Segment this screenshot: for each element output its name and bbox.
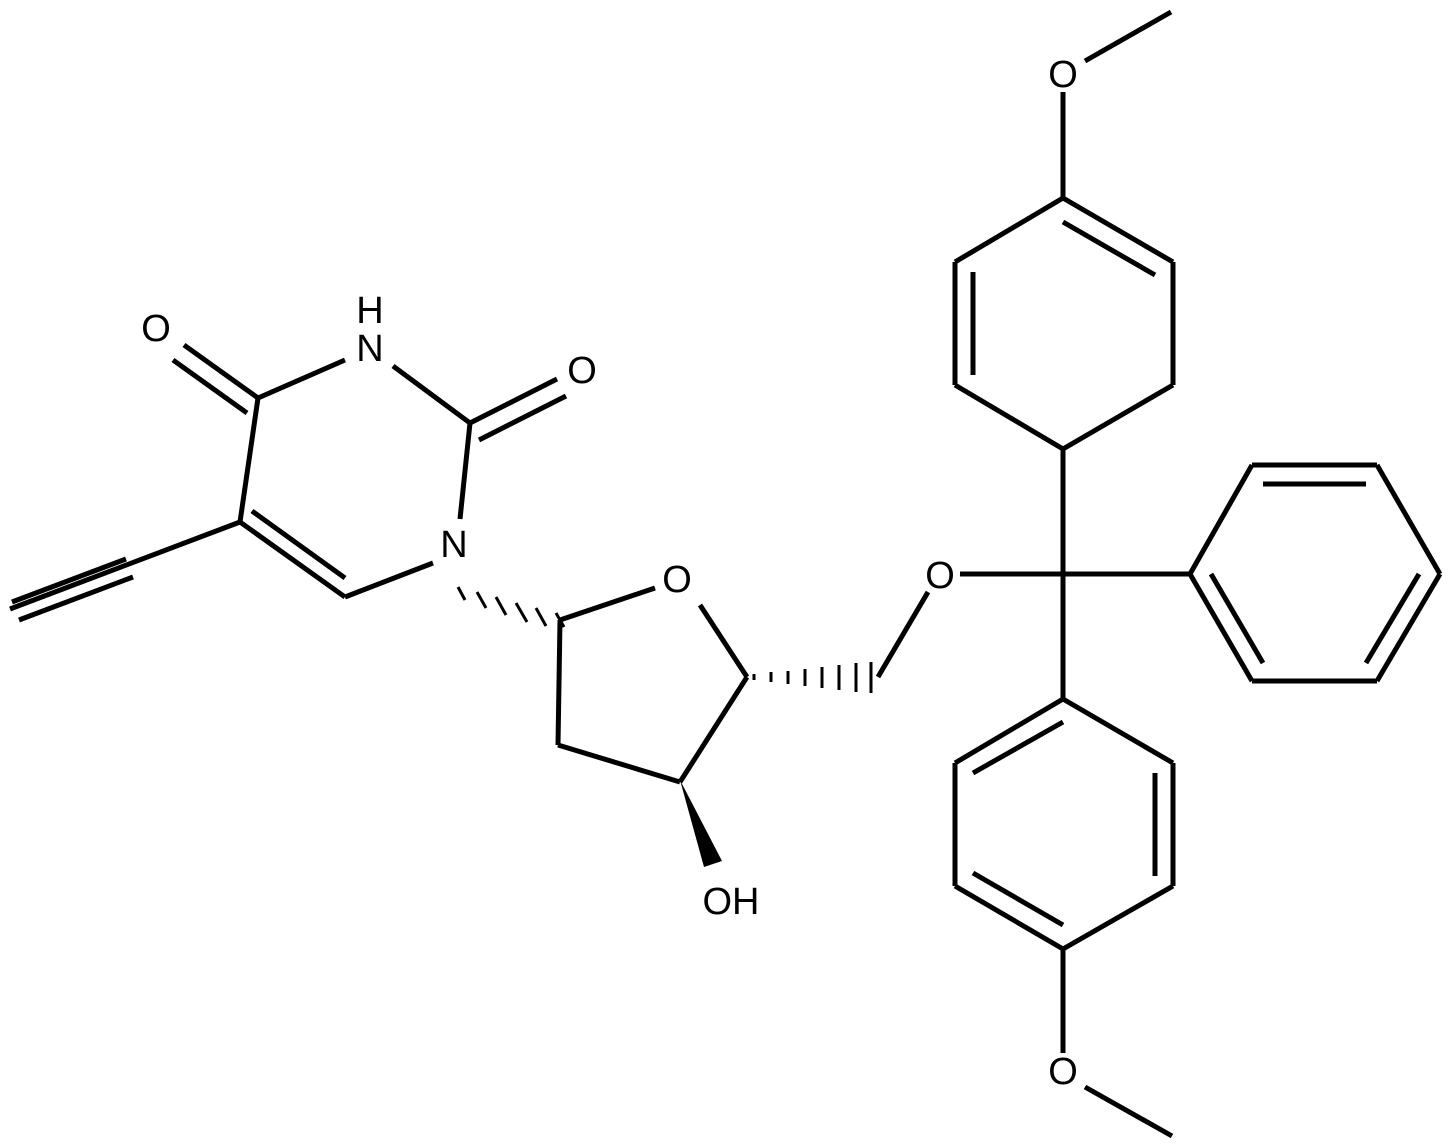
bond (238, 519, 347, 600)
bond (171, 357, 249, 416)
bond (391, 363, 472, 426)
solid-wedge-bond (680, 780, 722, 867)
bond (953, 382, 1065, 452)
bond (468, 376, 559, 426)
bond (1083, 1084, 1174, 1139)
hashed-wedge-bond (752, 662, 873, 693)
bond (457, 422, 473, 520)
bond (697, 603, 750, 679)
atom-oh: OH (703, 881, 760, 923)
bond (971, 719, 1065, 776)
atom-o-methoxy-top: O (1048, 54, 1078, 96)
bond (1061, 696, 1175, 766)
atom-o-carbonyl-right: O (567, 350, 597, 392)
atom-n-ring: N (440, 524, 467, 566)
bond (1374, 463, 1443, 576)
bond (1061, 883, 1175, 952)
bond (1061, 382, 1175, 452)
atom-o-furanose: O (662, 559, 692, 601)
bond (344, 560, 434, 600)
bond (953, 883, 1065, 952)
bond (1208, 572, 1266, 665)
atom-labels: O H N O O N O O OH O (141, 54, 1078, 1093)
bond (9, 519, 241, 612)
hashed-wedge-bond (456, 586, 566, 628)
bonds (9, 9, 1443, 1139)
bond (477, 393, 568, 443)
bond (555, 619, 563, 746)
bond (953, 696, 1065, 766)
bond (18, 574, 134, 623)
bond (1187, 463, 1255, 576)
bond (953, 195, 1065, 265)
bond (1083, 9, 1173, 64)
atom-o-methoxy-bottom: O (1048, 1051, 1078, 1093)
bond (875, 590, 931, 679)
bond (1187, 572, 1255, 683)
bond (1061, 195, 1175, 265)
bond (1374, 572, 1443, 683)
bond (559, 585, 656, 623)
bond (250, 508, 347, 581)
atom-o-carbonyl-left: O (141, 308, 171, 350)
bond (1363, 572, 1422, 665)
atom-n-imide: N (356, 328, 383, 370)
bond (1061, 219, 1157, 278)
bond (677, 675, 750, 784)
atom-h: H (356, 290, 383, 332)
bond (557, 742, 681, 785)
bond (256, 357, 347, 401)
bond (971, 870, 1065, 928)
atom-o-ether: O (925, 555, 955, 597)
bond (11, 556, 127, 605)
bond (237, 397, 261, 523)
bond (182, 342, 260, 401)
